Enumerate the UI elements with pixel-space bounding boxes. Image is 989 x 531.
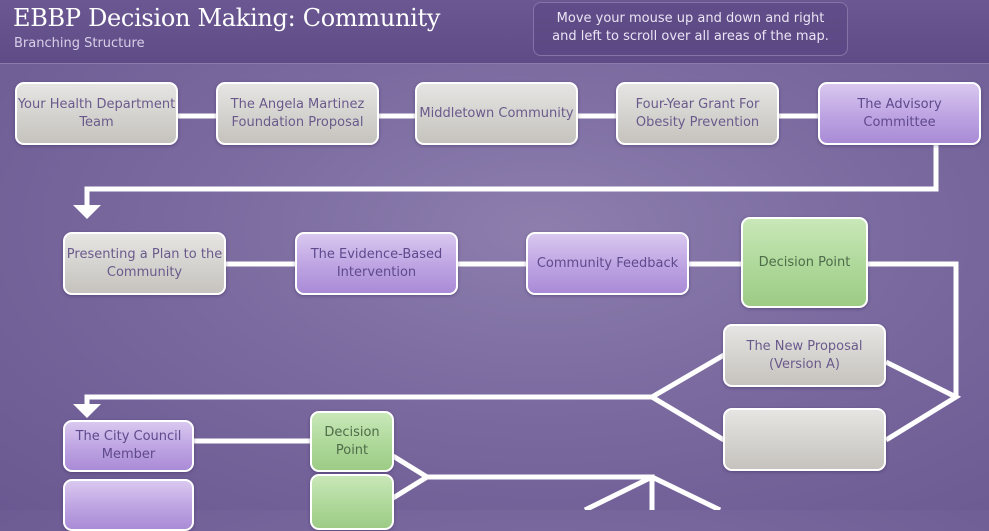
node-city-council-member[interactable]: The City Council Member [63, 420, 194, 472]
connector [391, 453, 432, 501]
node-evidence-based-intervention[interactable]: The Evidence-Based Intervention [295, 232, 458, 295]
node-row3-blank-purple[interactable] [63, 479, 194, 531]
node-grant[interactable]: Four-Year Grant For Obesity Prevention [616, 82, 779, 145]
connector [884, 359, 962, 443]
node-decision-point-2[interactable]: Decision Point [310, 411, 394, 472]
connector [583, 474, 654, 510]
node-new-proposal-a[interactable]: The New Proposal (Version A) [723, 324, 886, 387]
node-decision-point[interactable]: Decision Point [741, 217, 868, 308]
node-presenting-plan[interactable]: Presenting a Plan to the Community [63, 232, 226, 295]
node-health-team[interactable]: Your Health Department Team [15, 82, 178, 145]
connector [84, 394, 652, 405]
connector [650, 474, 722, 510]
branching-map[interactable] [0, 0, 989, 510]
node-advisory-committee[interactable]: The Advisory Committee [818, 82, 981, 145]
page-title: EBBP Decision Making: Community [13, 4, 441, 32]
node-row3-blank-green[interactable] [310, 474, 394, 530]
arrow-down-icon [73, 205, 101, 219]
node-community-feedback[interactable]: Community Feedback [526, 232, 689, 295]
page-subtitle: Branching Structure [14, 36, 145, 51]
node-middletown-community[interactable]: Middletown Community [415, 82, 578, 145]
node-foundation-proposal[interactable]: The Angela Martinez Foundation Proposal [216, 82, 379, 145]
node-branch-blank[interactable] [723, 408, 886, 471]
page-header: EBBP Decision Making: Community Branchin… [0, 0, 989, 64]
connector [868, 261, 959, 397]
arrow-down-icon [73, 404, 101, 418]
connector [84, 145, 939, 206]
scroll-hint-box: Move your mouse up and down and right an… [533, 2, 848, 56]
connector [647, 352, 726, 443]
